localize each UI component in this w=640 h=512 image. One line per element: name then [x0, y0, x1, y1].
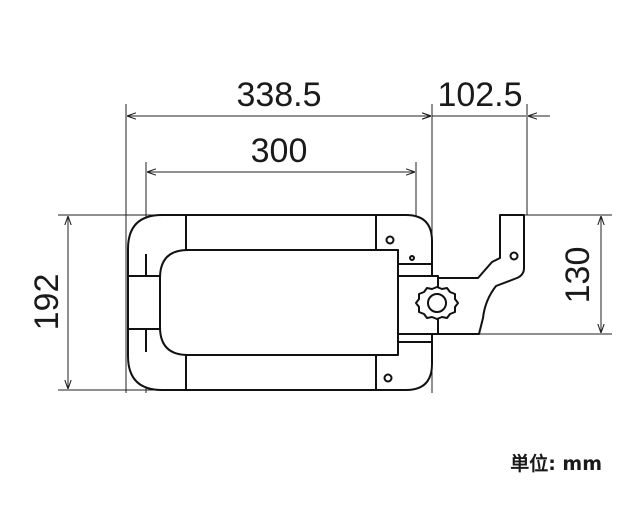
overall-width-label: 338.5: [236, 76, 321, 114]
dimension-inner-width: 300: [145, 132, 417, 393]
bracket-height-label: 130: [559, 247, 597, 304]
screw-icon: [383, 373, 393, 383]
dimension-bracket-height: 130: [470, 214, 612, 335]
wall-bracket: [436, 214, 525, 335]
bracket-width-label: 102.5: [437, 76, 522, 114]
tube-inner: [159, 249, 399, 356]
unit-label: 単位: mm: [510, 452, 602, 475]
dimension-overall-height: 192: [28, 214, 186, 391]
screw-icon: [385, 235, 395, 245]
inner-width-label: 300: [251, 132, 308, 170]
handrail-frame: [127, 214, 525, 391]
bracket-screw-hole: [509, 251, 519, 261]
dimension-overall-width: 338.5: [125, 76, 433, 393]
screw-icon: [409, 255, 415, 261]
dimension-bracket-width: 102.5: [408, 76, 550, 215]
overall-height-label: 192: [28, 274, 66, 331]
knob-center: [427, 293, 447, 313]
